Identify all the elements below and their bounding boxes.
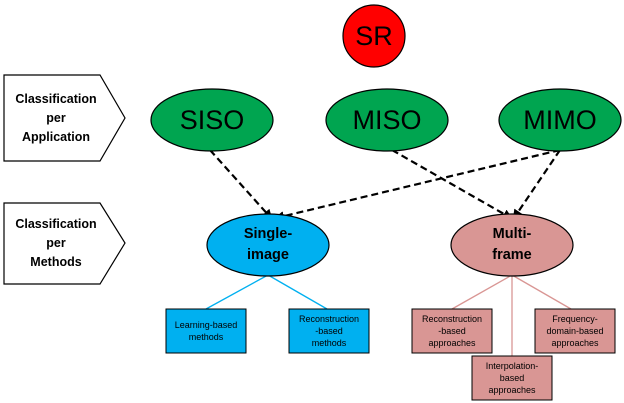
siso-node bbox=[150, 88, 274, 152]
arrow-siso-to-single-image bbox=[209, 149, 273, 220]
single-image-connectors bbox=[205, 274, 328, 310]
miso-label: MISO bbox=[352, 104, 422, 135]
siso-label: SISO bbox=[179, 104, 245, 135]
single-image-label: Single- image bbox=[243, 226, 293, 263]
leaf-interpolation-label: Interpolation- based approaches bbox=[485, 361, 539, 395]
multi-frame-label: Multi- frame bbox=[492, 226, 532, 263]
row-label-methods: Classification per Methods bbox=[15, 217, 97, 269]
miso-node bbox=[325, 88, 449, 152]
dashed-arrows bbox=[209, 148, 561, 221]
arrow-miso-to-multi-frame bbox=[391, 149, 513, 219]
leaf-reconstruction-single-label: Reconstruction -based methods bbox=[298, 314, 360, 348]
row-label-shape-application bbox=[3, 74, 126, 162]
leaf-reconstruction-multi-label: Reconstruction -based approaches bbox=[421, 314, 483, 348]
leaf-box-interpolation bbox=[471, 355, 553, 401]
sr-node bbox=[342, 4, 406, 68]
multi-frame-connectors bbox=[451, 274, 572, 356]
arrow-mimo-to-multi-frame bbox=[512, 149, 561, 220]
single-image-node bbox=[206, 213, 330, 277]
mimo-label: MIMO bbox=[523, 104, 597, 135]
leaf-box-reconstruction-single bbox=[288, 308, 370, 354]
row-label-application: Classification per Application bbox=[15, 91, 97, 144]
leaf-frequency-label: Frequency- domain-based approaches bbox=[546, 314, 604, 348]
mimo-node bbox=[498, 88, 622, 152]
multi-frame-node bbox=[450, 213, 574, 277]
leaf-box-frequency bbox=[534, 308, 616, 354]
arrow-mimo-to-single-image bbox=[274, 148, 561, 221]
row-label-shape-methods bbox=[3, 202, 126, 285]
leaf-learning-label: Learning-based methods bbox=[174, 320, 238, 342]
leaf-box-reconstruction-multi bbox=[411, 308, 493, 354]
leaf-box-learning bbox=[165, 308, 247, 354]
sr-label: SR bbox=[355, 20, 393, 51]
